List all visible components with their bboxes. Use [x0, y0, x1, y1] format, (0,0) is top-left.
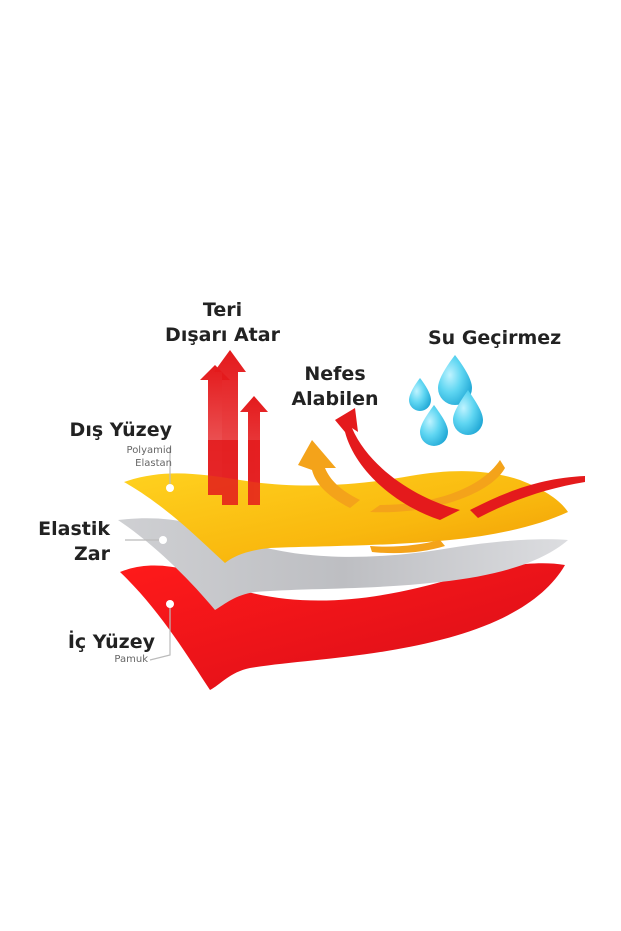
membrane-label-line1: Elastik [38, 518, 110, 540]
inner-surface-label: İç Yüzey [30, 630, 155, 655]
leader-line-inner [149, 604, 171, 661]
sweat-label-line1: Teri [202, 299, 243, 321]
marker-inner [166, 600, 174, 608]
outer-surface-label: Dış Yüzey [40, 418, 172, 443]
sweat-label: Teri Dışarı Atar [150, 298, 295, 348]
waterproof-label: Su Geçirmez [428, 327, 562, 349]
outer-surface-sub2: Elastan [135, 458, 172, 469]
sweat-arrows-front [208, 440, 260, 505]
arrow-up-icon [200, 365, 230, 495]
arrow-orange-icon [298, 440, 360, 508]
water-drop-icon [438, 355, 472, 405]
outer-surface-sub: Polyamid Elastan [60, 444, 172, 470]
curved-arrow-icon [335, 408, 460, 520]
water-drop-icon [420, 405, 448, 446]
curved-arrow-icon [370, 540, 445, 554]
inner-surface-sub: Pamuk [114, 654, 148, 665]
sweat-label-line2: Dışarı Atar [165, 324, 280, 346]
marker-membrane [159, 536, 167, 544]
breathable-label-line2: Alabilen [291, 388, 379, 410]
breathable-label: Nefes Alabilen [280, 362, 390, 412]
marker-outer [166, 484, 174, 492]
inner-surface-title: İç Yüzey [67, 631, 155, 653]
breathable-label-line1: Nefes [304, 363, 366, 385]
curved-arrow-icon [470, 476, 585, 518]
water-drops [409, 355, 483, 446]
outer-surface-title: Dış Yüzey [69, 419, 172, 441]
water-drop-icon [409, 378, 431, 411]
curved-arrow-icon [370, 460, 505, 513]
outer-surface-sub1: Polyamid [126, 445, 172, 456]
membrane-label: Elastik Zar [0, 517, 110, 567]
membrane-label-line2: Zar [74, 543, 110, 565]
water-drop-icon [453, 390, 483, 435]
